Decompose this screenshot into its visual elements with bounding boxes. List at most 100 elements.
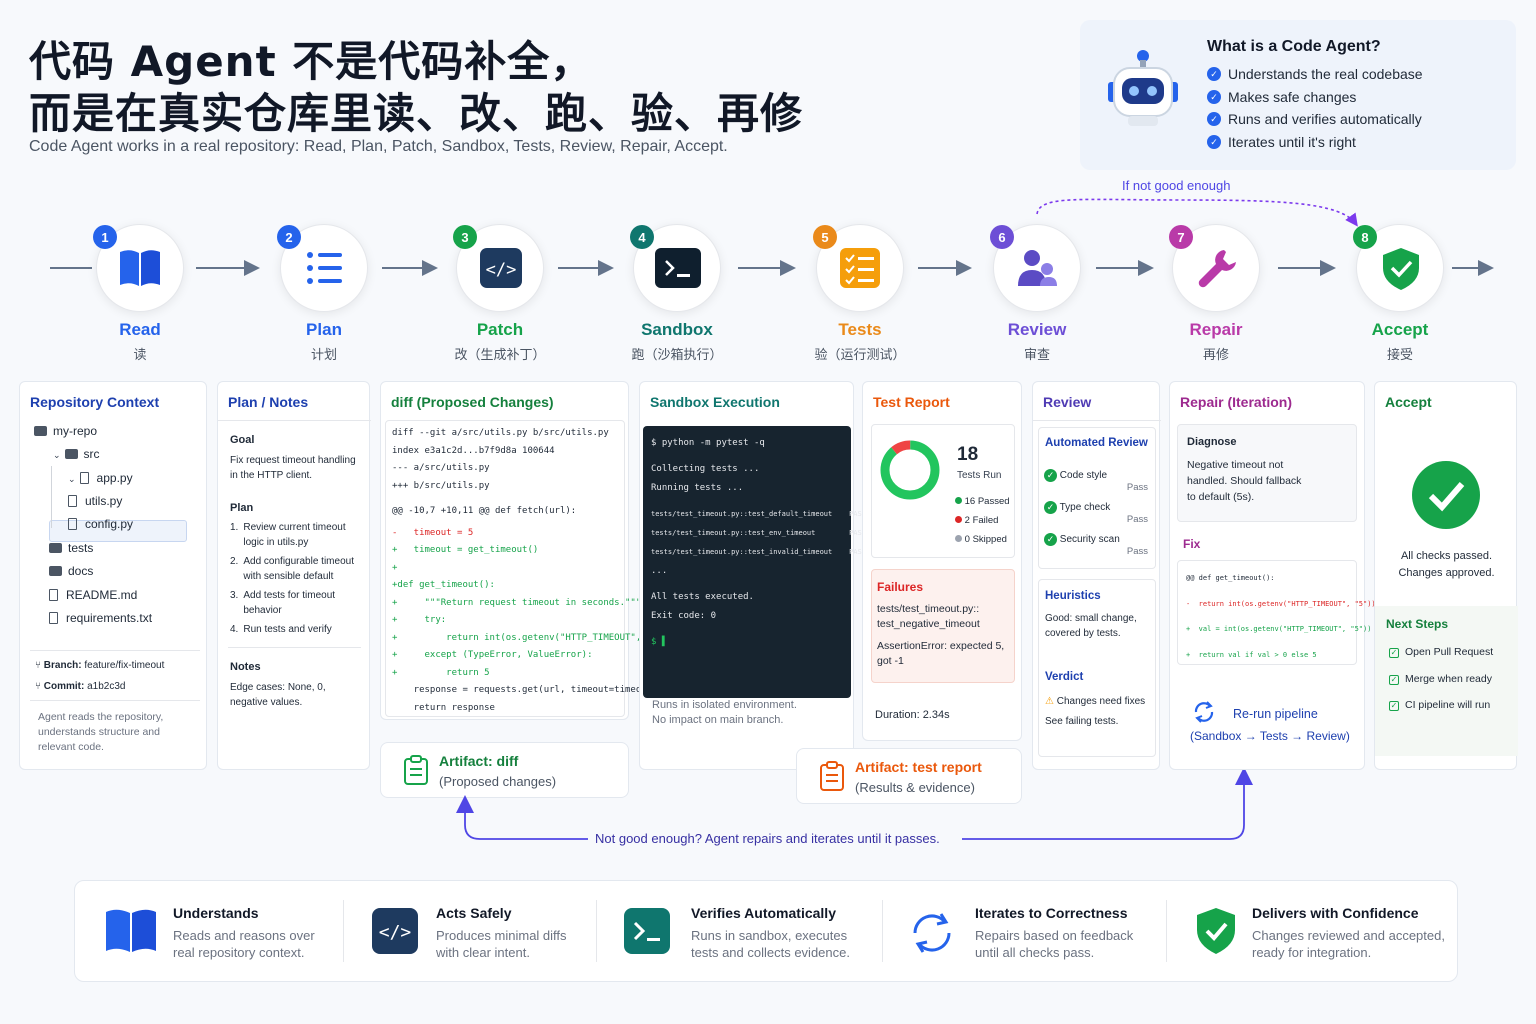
what-box-item-text: Understands the real codebase xyxy=(1228,66,1423,82)
verdict-value: Changes need fixes xyxy=(1056,696,1146,707)
test-report-card: Test Report 18 Tests Run 16 Passed 2 Fai… xyxy=(862,381,1022,741)
diagnose-heading: Diagnose xyxy=(1187,436,1237,448)
sandbox-note-line: No impact on main branch. xyxy=(652,714,784,726)
tree-item[interactable]: utils.py xyxy=(68,494,122,508)
step-number-badge: 6 xyxy=(990,225,1014,249)
next-steps-heading: Next Steps xyxy=(1386,617,1449,631)
step-number-badge: 1 xyxy=(93,225,117,249)
clipboard-icon xyxy=(820,761,844,791)
branch-value: feature/fix-timeout xyxy=(84,660,165,671)
summary-desc-line: Changes reviewed and accepted, xyxy=(1252,928,1445,943)
svg-text:</>: </> xyxy=(379,922,412,943)
tree-item[interactable]: config.py xyxy=(68,517,133,531)
branch-info: ⑂ Branch: feature/fix-timeout xyxy=(35,658,164,673)
next-step-item[interactable]: ✓CI pipeline will run xyxy=(1389,698,1490,713)
diff-line: @@ -10,7 +10,11 @@ def fetch(url): xyxy=(392,506,577,516)
diff-line: + timeout = get_timeout() xyxy=(392,545,539,555)
code-icon: </> xyxy=(372,908,418,954)
fix-code-line: @@ def get_timeout(): xyxy=(1186,574,1275,582)
legend-passed: 16 Passed xyxy=(955,494,1010,509)
what-box-item: ✓Iterates until it's right xyxy=(1207,134,1356,150)
diff-line: return response xyxy=(392,702,495,713)
plan-step-line: with sensible default xyxy=(243,571,334,582)
summary-desc-line: Produces minimal diffs xyxy=(436,928,567,943)
step-sublabel: 再修 xyxy=(1202,347,1229,362)
plan-step-line: Add tests for timeout xyxy=(243,590,336,601)
checkbox-checked-icon: ✓ xyxy=(1389,675,1399,685)
fix-code-block: @@ def get_timeout():- return int(os.get… xyxy=(1177,560,1376,665)
plan-notes-card: Plan / Notes Goal Fix request timeout ha… xyxy=(217,381,371,770)
legend-text: 16 Passed xyxy=(964,496,1010,507)
next-step-label: Merge when ready xyxy=(1405,673,1492,685)
terminal-line: $ python -m pytest -q xyxy=(651,438,765,448)
loop-label: If not good enough xyxy=(1122,178,1231,193)
diff-line: - timeout = 5 xyxy=(392,527,474,538)
summary-desc: Changes reviewed and accepted,ready for … xyxy=(1252,927,1445,961)
folder-icon xyxy=(64,449,78,459)
diff-line: + """Return request timeout in seconds."… xyxy=(392,597,642,608)
review-card: Review Automated Review Heuristics Good:… xyxy=(1032,381,1161,770)
verdict-text: ⚠ Changes need fixes xyxy=(1045,694,1145,709)
failure-line: test_negative_timeout xyxy=(877,618,980,630)
tree-item[interactable]: docs xyxy=(49,564,93,578)
terminal-line: ... xyxy=(651,566,668,576)
clipboard-icon xyxy=(404,755,428,785)
step-label: Review xyxy=(1007,320,1067,339)
accept-card: Accept All checks passed.Changes approve… xyxy=(1374,381,1518,770)
artifact-test-report-card: Artifact: test report (Results & evidenc… xyxy=(796,748,1022,804)
test-duration: Duration: 2.34s xyxy=(875,709,950,721)
rerun-pipeline-link[interactable]: Re-run pipeline xyxy=(1233,707,1318,721)
diff-line: +def get_timeout(): xyxy=(392,580,495,590)
step-label: Repair xyxy=(1189,320,1243,339)
summary-desc-line: Reads and reasons over xyxy=(173,928,315,943)
check-status: Pass xyxy=(1126,482,1148,493)
tree-item[interactable]: tests xyxy=(49,541,93,555)
commit-label: Commit: xyxy=(43,681,85,692)
code-icon: </> xyxy=(480,248,522,288)
what-box-item-text: Iterates until it's right xyxy=(1228,134,1356,150)
donut-failed-segment xyxy=(880,440,940,500)
shield-check-icon xyxy=(1197,908,1235,954)
terminal-line xyxy=(651,498,874,505)
summary-desc-line: Repairs based on feedback xyxy=(975,928,1134,943)
next-step-item[interactable]: ✓Open Pull Request xyxy=(1389,645,1493,660)
plan-heading: Plan xyxy=(230,502,254,514)
repair-card: Repair (Iteration) Diagnose Negative tim… xyxy=(1169,381,1376,770)
summary-title: Iterates to Correctness xyxy=(975,905,1128,921)
file-icon xyxy=(49,589,58,601)
check-name: Type check xyxy=(1059,502,1111,513)
failure-line: tests/test_timeout.py:: xyxy=(877,603,980,615)
tree-item[interactable]: requirements.txt xyxy=(49,611,152,625)
tree-item[interactable]: my-repo xyxy=(34,424,97,438)
refresh-icon xyxy=(1194,701,1214,723)
tree-item-label: src xyxy=(83,447,100,461)
tree-item[interactable]: README.md xyxy=(49,588,137,602)
tests-total-label: Tests Run xyxy=(957,470,1002,481)
diagnose-line: handled. Should fallback xyxy=(1187,475,1302,487)
failure-line: got -1 xyxy=(877,655,904,667)
tree-item[interactable]: ⌄src xyxy=(53,447,100,461)
legend-skipped: 0 Skipped xyxy=(955,532,1007,547)
verdict-subtext: See failing tests. xyxy=(1045,716,1119,727)
legend-text: 0 Skipped xyxy=(964,534,1007,545)
tree-item[interactable]: ⌄app.py xyxy=(68,471,133,485)
diff-line: + return 5 xyxy=(392,667,490,678)
plan-step-line: Review current timeout xyxy=(243,522,346,533)
diff-line: + try: xyxy=(392,615,447,625)
folder-icon xyxy=(49,543,62,553)
shield-check-icon xyxy=(1383,248,1419,290)
pipeline-connectors xyxy=(50,198,1494,276)
accept-line: All checks passed. xyxy=(1400,550,1493,562)
what-box-item-text: Makes safe changes xyxy=(1228,89,1357,105)
next-step-item[interactable]: ✓ Merge when ready xyxy=(1389,672,1492,687)
notes-line: Edge cases: None, 0, xyxy=(230,682,326,693)
summary-desc-line: tests and collects evidence. xyxy=(691,945,850,960)
failures-text: tests/test_timeout.py::test_negative_tim… xyxy=(877,602,1004,669)
